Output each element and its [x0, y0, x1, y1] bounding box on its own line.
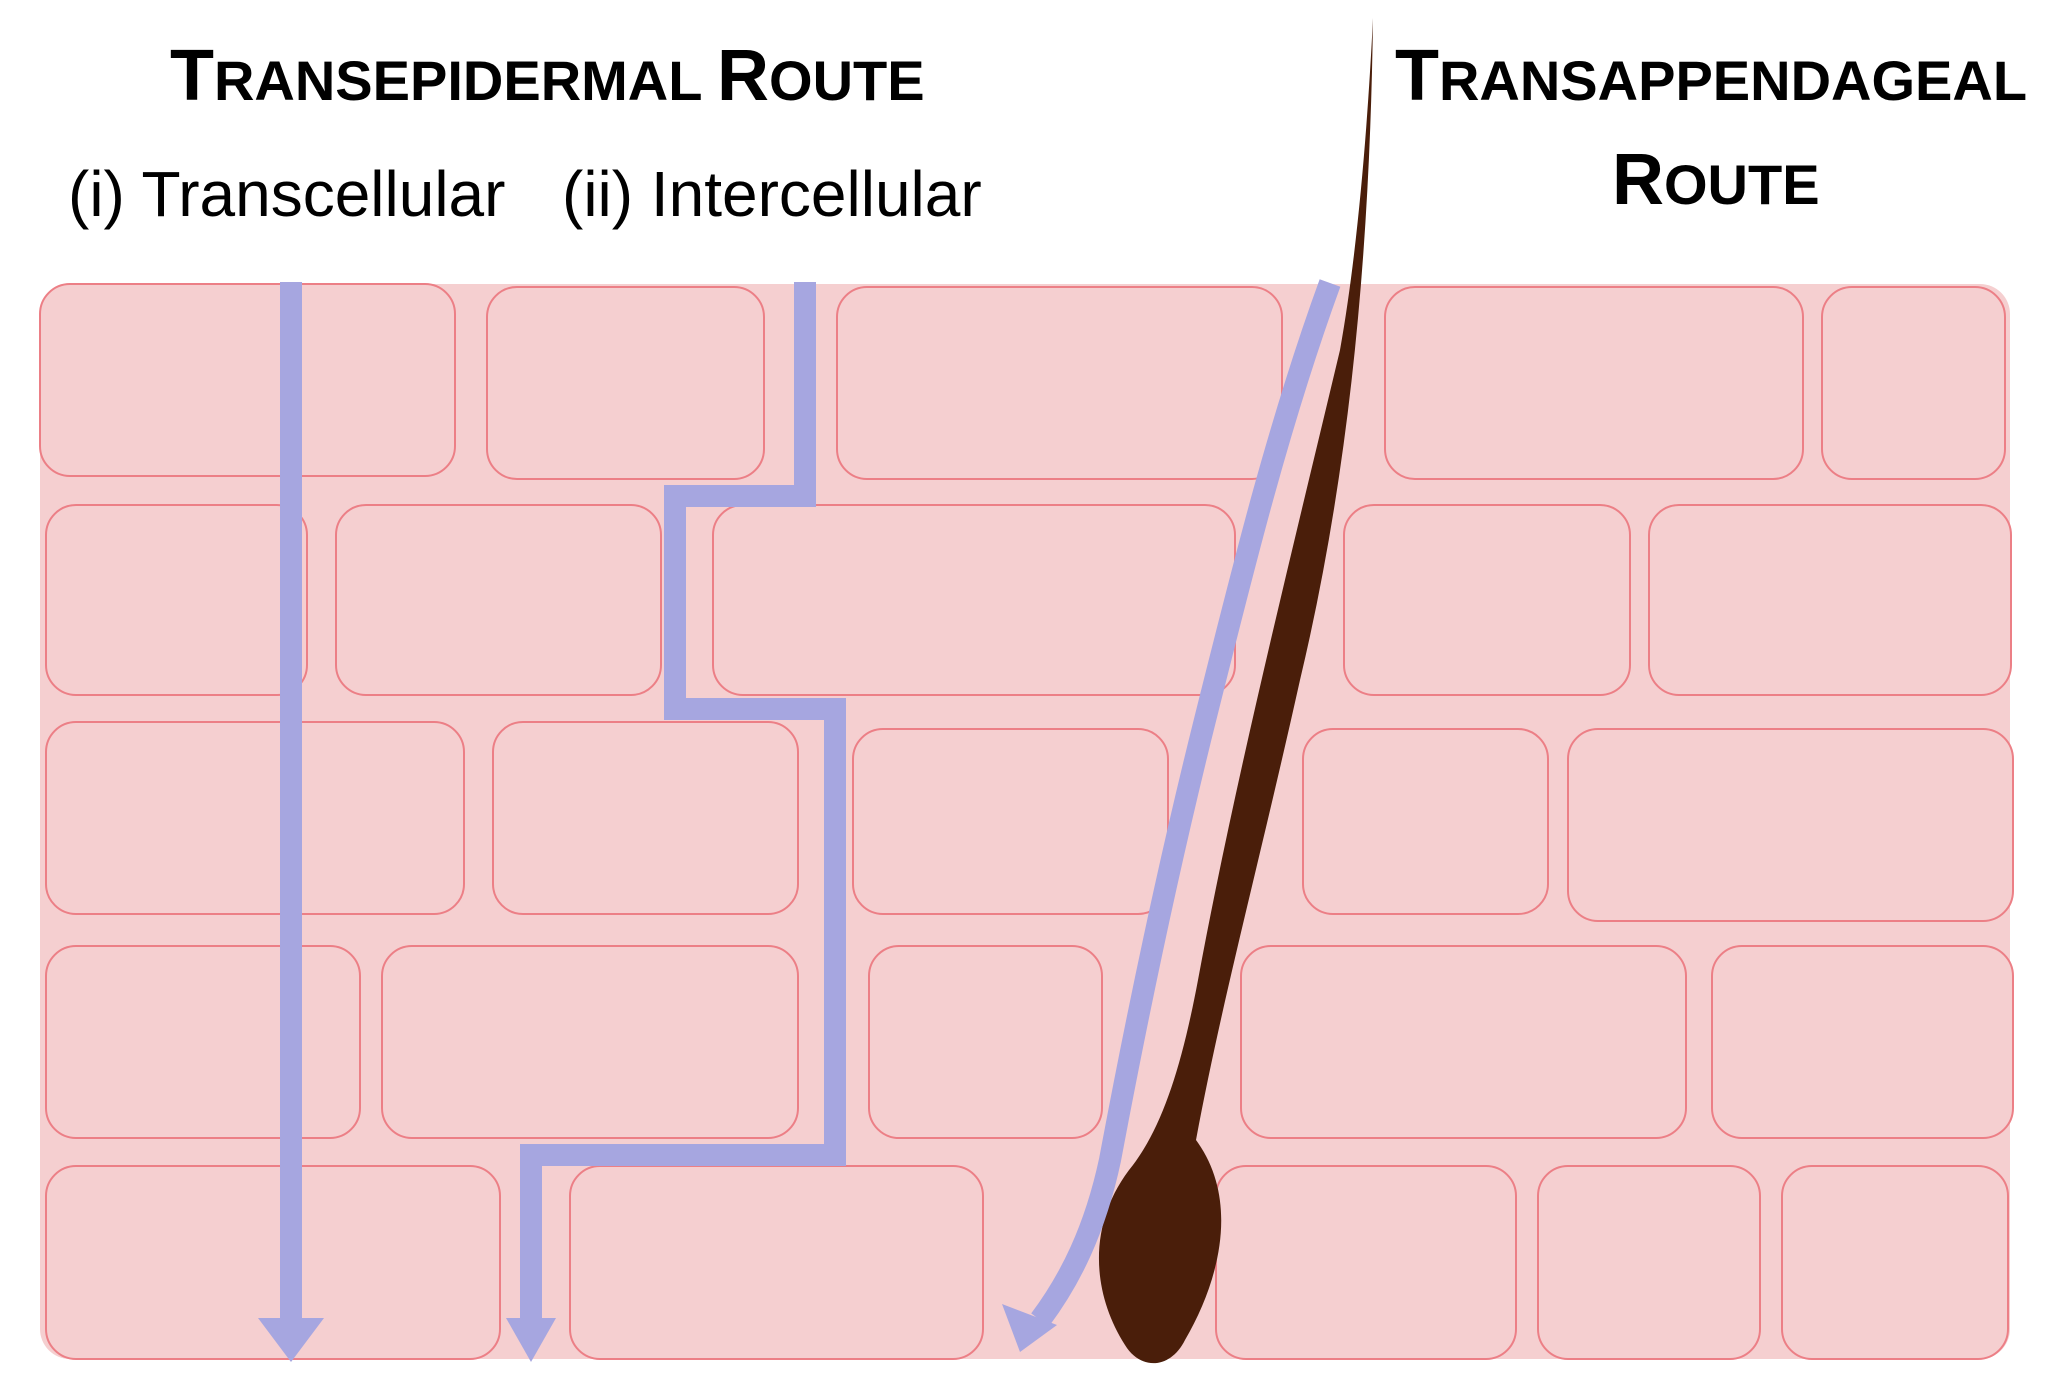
- corneocyte-cell: [39, 283, 456, 477]
- corneocyte-cell: [1781, 1165, 2009, 1360]
- corneocyte-cell: [1215, 1165, 1517, 1360]
- corneocyte-cell: [1537, 1165, 1761, 1360]
- intercellular-label: (ii) Intercellular: [562, 158, 982, 230]
- corneocyte-cell: [852, 728, 1169, 915]
- corneocyte-cell: [1567, 728, 2014, 922]
- transappendageal-arrowhead: [1002, 1304, 1057, 1352]
- corneocyte-cell: [45, 504, 308, 696]
- corneocyte-cell: [381, 945, 799, 1139]
- hair-follicle: [1098, 18, 1373, 1364]
- corneocyte-cell: [1343, 504, 1631, 696]
- intercellular-arrow-path: [520, 282, 846, 1325]
- intercellular-arrowhead: [506, 1318, 556, 1362]
- transepidermal-route-heading: TRANSEPIDERMAL ROUTE: [170, 36, 925, 116]
- corneocyte-cell: [1240, 945, 1687, 1139]
- corneocyte-cell: [335, 504, 662, 696]
- corneocyte-cell: [836, 286, 1283, 480]
- transcellular-arrow-shaft: [280, 282, 302, 1322]
- corneocyte-cell: [1821, 286, 2006, 480]
- transcellular-label: (i) Transcellular: [68, 158, 505, 230]
- transcellular-arrowhead: [258, 1318, 324, 1362]
- transappendageal-route-arrow: [1002, 279, 1341, 1352]
- corneocyte-cell: [45, 1165, 501, 1360]
- transappendageal-arrow-shaft: [1031, 279, 1341, 1327]
- corneocyte-cell: [45, 721, 465, 915]
- corneocyte-cells: [39, 283, 2014, 1360]
- corneocyte-cell: [569, 1165, 984, 1360]
- corneocyte-cell: [1711, 945, 2014, 1139]
- corneocyte-cell: [1302, 728, 1549, 915]
- corneocyte-cell: [712, 504, 1236, 696]
- corneocyte-cell: [486, 286, 765, 480]
- corneocyte-cell: [1384, 286, 1804, 480]
- corneocyte-cell: [868, 945, 1103, 1139]
- corneocyte-cell: [1648, 504, 2012, 696]
- transcellular-route-arrow: [258, 282, 324, 1362]
- corneocyte-cell: [45, 945, 361, 1139]
- transappendageal-route-heading-line1: TRANSAPPENDAGEAL: [1395, 36, 2027, 116]
- transappendageal-route-heading-line2: ROUTE: [1612, 140, 1820, 220]
- intercellular-route-arrow: [506, 282, 846, 1362]
- corneocyte-cell: [492, 721, 799, 915]
